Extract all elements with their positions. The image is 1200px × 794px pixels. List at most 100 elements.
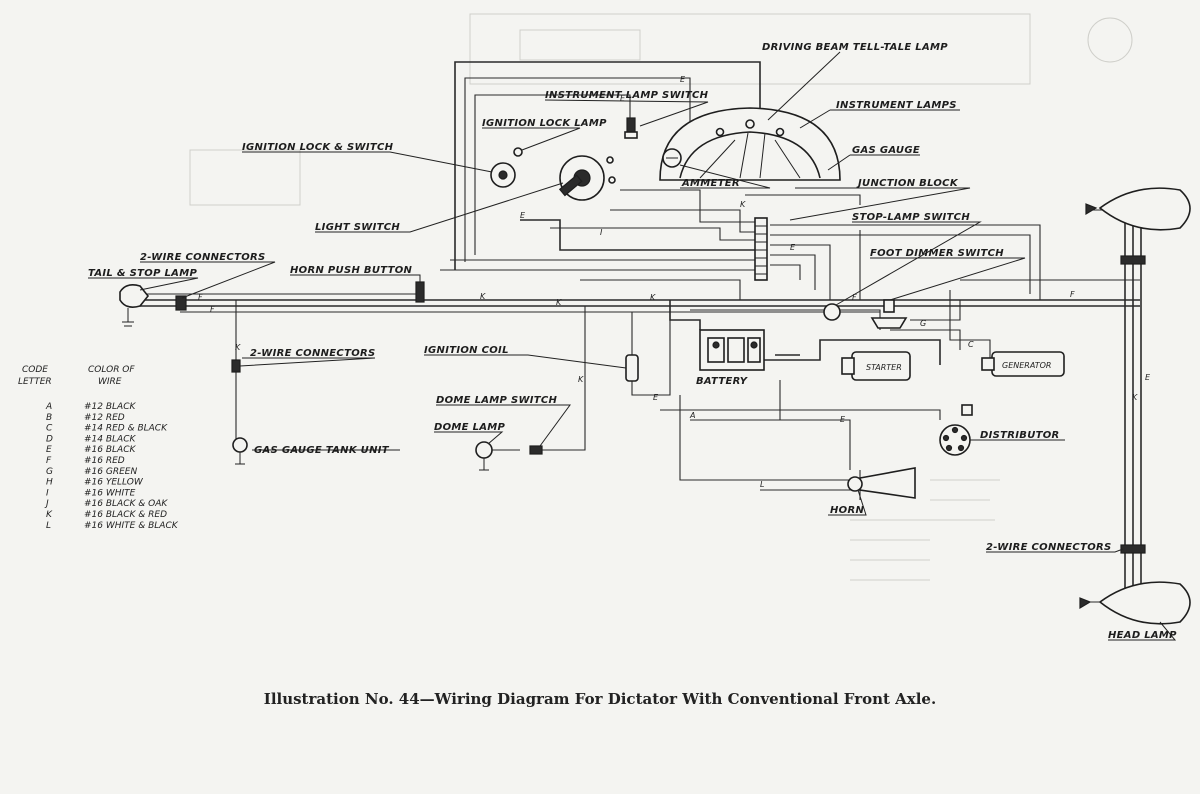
wire-letter: K — [740, 200, 746, 209]
ignition-lock-icon — [490, 147, 523, 188]
dome-lamp-switch-icon — [529, 445, 543, 455]
wire-letter: K — [235, 343, 241, 352]
connectors — [175, 255, 1146, 554]
legend-header-code-2: LETTER — [18, 377, 52, 387]
instrument-panel — [659, 107, 841, 181]
tail-stop-lamp-icon — [119, 284, 150, 327]
starter-label: STARTER — [866, 363, 902, 372]
wire-letter: G — [920, 319, 926, 328]
label-battery: BATTERY — [696, 376, 749, 387]
legend-wire-color: #16 BLACK & OAK — [84, 499, 168, 509]
label-driving-beam-tell-tale-lamp: DRIVING BEAM TELL-TALE LAMP — [762, 42, 948, 53]
legend-wire-color: #16 BLACK — [84, 445, 136, 455]
label-gas-gauge: GAS GAUGE — [852, 145, 920, 156]
connector-icon — [175, 295, 187, 311]
label-junction-block: JUNCTION BLOCK — [856, 178, 959, 189]
label-2-wire-connectors-top: 2-WIRE CONNECTORS — [140, 252, 266, 263]
label-tail-stop-lamp: TAIL & STOP LAMP — [88, 268, 197, 279]
legend-wire-color: #12 BLACK — [84, 402, 136, 412]
bleed-through-background — [189, 13, 1133, 581]
legend-code-letter: F — [46, 456, 52, 466]
tell-tale-lamp-icon — [745, 119, 755, 129]
label-ammeter: AMMETER — [681, 178, 740, 189]
wire-letter: C — [968, 340, 974, 349]
head-lamp-bottom-icon — [1079, 581, 1191, 625]
label-light-switch: LIGHT SWITCH — [315, 222, 400, 233]
label-gas-gauge-tank-unit: GAS GAUGE TANK UNIT — [254, 445, 390, 456]
wire-letter: E — [680, 75, 686, 84]
label-ignition-coil: IGNITION COIL — [424, 345, 509, 356]
connector-icon — [231, 359, 241, 373]
label-dome-lamp-switch: DOME LAMP SWITCH — [436, 395, 558, 406]
legend-code-letter: C — [46, 424, 53, 434]
legend-wire-color: #16 BLACK & RED — [84, 510, 167, 520]
horn-icon — [847, 467, 916, 499]
dome-lamp-icon — [475, 441, 493, 471]
leader-lines — [88, 51, 1177, 641]
wire-letter: L — [760, 480, 764, 489]
label-horn-push-button: HORN PUSH BUTTON — [290, 265, 413, 276]
legend-code-letter: K — [46, 510, 53, 520]
legend-wire-color: #12 RED — [84, 413, 125, 423]
legend-code-letter: E — [46, 445, 52, 455]
wire-letter: F — [210, 305, 215, 314]
generator-icon: GENERATOR — [981, 351, 1065, 377]
legend-code-letter: D — [46, 434, 53, 444]
legend-code-letter: I — [46, 488, 49, 498]
legend-wire-color: #16 YELLOW — [84, 478, 144, 488]
legend-wire-color: #14 BLACK — [84, 434, 136, 444]
wire-letter: K — [650, 293, 656, 302]
label-horn: HORN — [830, 505, 864, 516]
legend-code-letter: G — [46, 467, 53, 477]
label-instrument-lamps: INSTRUMENT LAMPS — [836, 100, 957, 111]
legend-rows: A #12 BLACK B #12 RED C #14 RED & BLACK D #14 B… — [44, 402, 179, 531]
legend-wire-color: #14 RED & BLACK — [84, 424, 168, 434]
wire-letter: I — [600, 228, 603, 237]
wire-letter: F — [852, 293, 857, 302]
wire-letter: K — [480, 292, 486, 301]
battery-icon — [699, 329, 765, 371]
junction-block-icon — [754, 217, 768, 281]
gas-gauge-tank-unit-icon — [232, 437, 248, 465]
legend-wire-color: #16 GREEN — [84, 467, 137, 477]
wire-letter: E — [790, 243, 796, 252]
legend-wire-color: #16 WHITE — [84, 488, 136, 498]
instrument-lamp-switch-icon — [624, 117, 638, 139]
wire-letter: K — [578, 375, 584, 384]
wires — [140, 61, 1142, 603]
light-switch-icon — [558, 155, 616, 201]
wire-letter: E — [520, 211, 526, 220]
label-foot-dimmer-switch: FOOT DIMMER SWITCH — [870, 248, 1004, 259]
ignition-coil-icon — [625, 354, 639, 382]
component-labels: DRIVING BEAM TELL-TALE LAMP INSTRUMENT L… — [88, 42, 1177, 641]
label-distributor: DISTRIBUTOR — [980, 430, 1060, 441]
wire-letter: E — [653, 393, 659, 402]
legend-code-letter: L — [46, 521, 51, 531]
legend-wire-color: #16 WHITE & BLACK — [84, 521, 179, 531]
legend-header-code-1: CODE — [22, 365, 48, 375]
label-ignition-lock-switch: IGNITION LOCK & SWITCH — [242, 142, 394, 153]
wire-letter: K — [1132, 393, 1138, 402]
legend-wire-color: #16 RED — [84, 456, 125, 466]
wire-letter: E — [840, 415, 846, 424]
label-2-wire-connectors-right: 2-WIRE CONNECTORS — [986, 542, 1112, 553]
stop-lamp-switch-icon — [823, 303, 841, 321]
connector-icon — [1120, 255, 1146, 265]
generator-label: GENERATOR — [1002, 361, 1051, 370]
horn-push-button-icon — [415, 281, 425, 303]
legend-code-letter: B — [46, 413, 52, 423]
wire-letter: K — [556, 298, 562, 307]
label-2-wire-connectors-mid: 2-WIRE CONNECTORS — [250, 348, 376, 359]
legend-header-color-2: WIRE — [98, 377, 122, 387]
legend-code-letter: A — [45, 402, 52, 412]
legend-header-color-1: COLOR OF — [88, 365, 135, 375]
label-ignition-lock-lamp: IGNITION LOCK LAMP — [482, 118, 607, 129]
wire-letter: F — [198, 293, 203, 302]
distributor-icon — [939, 404, 973, 456]
wire-color-legend: CODE LETTER COLOR OF WIRE A #12 BLACK B #12… — [18, 365, 179, 531]
ignition-lock-lamp-icon — [513, 147, 523, 157]
wire-letter: E — [620, 94, 626, 103]
foot-dimmer-switch-icon — [870, 299, 908, 329]
